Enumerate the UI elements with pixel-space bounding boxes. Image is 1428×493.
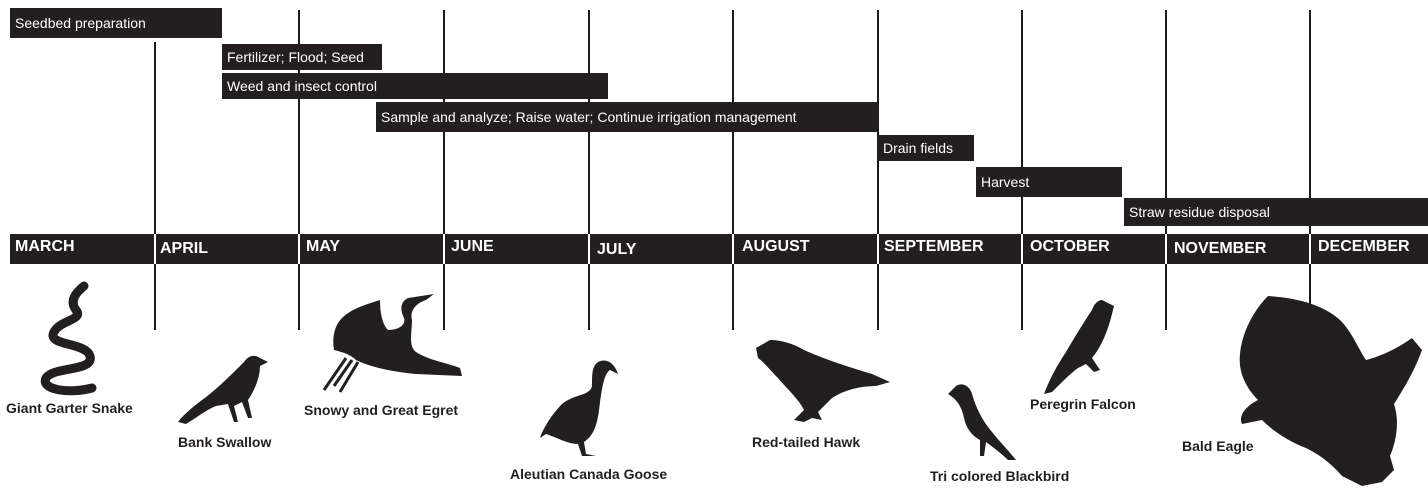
- falcon-icon: [1044, 300, 1114, 394]
- eagle-icon: [1239, 296, 1422, 486]
- label-aleutian-canada-goose: Aleutian Canada Goose: [510, 466, 668, 482]
- divider-lower-october: [1021, 264, 1023, 330]
- label-tri-colored-blackbird: Tri colored Blackbird: [930, 468, 1070, 484]
- month-august: AUGUST: [742, 238, 810, 255]
- divider-lower-july: [588, 264, 590, 330]
- activity-sample-analyze: Sample and analyze; Raise water; Continu…: [376, 102, 878, 132]
- divider-lower-december: [1309, 264, 1311, 330]
- month-separator: [1165, 234, 1167, 264]
- month-march: MARCH: [15, 238, 75, 255]
- divider-lower-may: [298, 264, 300, 330]
- divider-upper-october: [1021, 10, 1023, 234]
- activity-harvest: Harvest: [976, 167, 1122, 197]
- month-june: JUNE: [451, 238, 494, 255]
- activity-fertilizer: Fertilizer; Flood; Seed: [222, 44, 382, 70]
- activity-drain-fields: Drain fields: [878, 135, 974, 161]
- month-separator: [732, 234, 734, 264]
- blackbird-icon: [948, 384, 1016, 460]
- month-december: DECEMBER: [1318, 238, 1410, 255]
- month-separator: [588, 234, 590, 264]
- divider-upper-november: [1165, 10, 1167, 234]
- divider-upper-april: [154, 42, 156, 234]
- month-separator: [877, 234, 879, 264]
- month-separator: [1309, 234, 1311, 264]
- month-separator: [298, 234, 300, 264]
- label-bald-eagle: Bald Eagle: [1182, 438, 1254, 454]
- month-november: NOVEMBER: [1174, 240, 1267, 257]
- month-separator: [154, 234, 156, 264]
- month-july: JULY: [597, 241, 637, 258]
- label-red-tailed-hawk: Red-tailed Hawk: [752, 434, 861, 450]
- goose-icon: [540, 360, 618, 456]
- divider-lower-september: [877, 264, 879, 330]
- month-september: SEPTEMBER: [884, 238, 984, 255]
- divider-lower-april: [154, 264, 156, 330]
- label-giant-garter-snake: Giant Garter Snake: [6, 400, 133, 416]
- hawk-icon: [756, 340, 890, 422]
- activity-weed-control: Weed and insect control: [222, 73, 608, 99]
- label-bank-swallow: Bank Swallow: [178, 434, 272, 450]
- divider-lower-june: [443, 264, 445, 330]
- month-band: [10, 234, 1428, 264]
- label-peregrin-falcon: Peregrin Falcon: [1030, 396, 1136, 412]
- month-separator: [443, 234, 445, 264]
- activity-straw-disposal: Straw residue disposal: [1124, 198, 1428, 226]
- snake-icon: [40, 281, 97, 396]
- month-separator: [1021, 234, 1023, 264]
- month-october: OCTOBER: [1030, 238, 1110, 255]
- divider-upper-december: [1309, 10, 1311, 234]
- divider-upper-september: [877, 10, 879, 234]
- divider-lower-november: [1165, 264, 1167, 330]
- activity-seedbed: Seedbed preparation: [10, 8, 222, 38]
- divider-upper-may: [298, 10, 300, 234]
- swallow-icon: [178, 355, 268, 424]
- month-april: APRIL: [160, 240, 208, 257]
- label-snowy-and-great-egret: Snowy and Great Egret: [304, 402, 459, 418]
- egret-icon: [322, 294, 462, 393]
- divider-lower-august: [732, 264, 734, 330]
- month-may: MAY: [306, 238, 341, 255]
